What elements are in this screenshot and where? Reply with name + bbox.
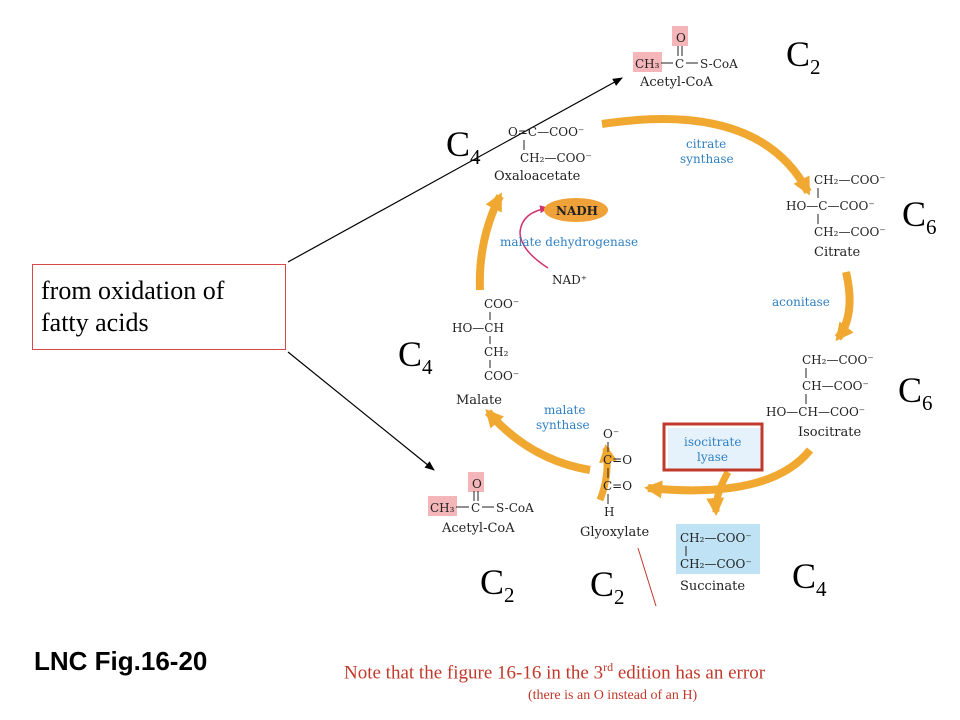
carbon-label-isocitrate: C6 xyxy=(898,372,933,414)
citrate-synthase-line2: synthase xyxy=(680,152,734,166)
nadh-label: NADH xyxy=(556,204,598,218)
acetyl-coa-top-c: C xyxy=(675,57,684,71)
carbon-letter: C xyxy=(898,370,923,410)
malate-name: Malate xyxy=(456,393,502,408)
isocitrate-line1: CH₂—COO⁻ xyxy=(802,353,874,367)
carbon-subscript: 6 xyxy=(922,391,933,415)
carbon-letter: C xyxy=(398,334,423,374)
edition-error-note: Note that the figure 16-16 in the 3rd ed… xyxy=(344,660,765,684)
acetyl-coa-top-o-highlight xyxy=(672,26,688,46)
carbon-label-glyoxylate: C2 xyxy=(590,566,625,608)
arrow-nad-to-nadh xyxy=(519,205,549,269)
arrow-citrate-to-isocitrate xyxy=(834,271,854,342)
note-text-pre: Note that the figure 16-16 in the 3 xyxy=(344,662,604,684)
glyoxylate-line3: C=O xyxy=(603,479,632,493)
arrow-isocitrate-to-glyoxylate xyxy=(644,447,814,499)
malate-line3: CH₂ xyxy=(484,345,509,359)
arrow-to-malate xyxy=(484,408,591,474)
acetyl-coa-bottom-c: C xyxy=(471,501,480,515)
acetyl-coa-bottom-name: Acetyl-CoA xyxy=(441,521,515,536)
carbon-label-succinate: C4 xyxy=(792,558,827,600)
citrate-synthase-line1: citrate xyxy=(686,137,726,151)
glyoxylate-line1: O⁻ xyxy=(603,427,619,441)
succinate-name: Succinate xyxy=(680,579,745,594)
carbon-label-acetyl-coa-bottom: C2 xyxy=(480,564,515,606)
carbon-subscript: 2 xyxy=(614,585,625,609)
note-superscript: rd xyxy=(603,660,614,674)
carbon-subscript: 2 xyxy=(504,583,515,607)
carbon-label-oxaloacetate: C4 xyxy=(446,126,481,168)
acetyl-coa-top-scoa: S-CoA xyxy=(700,57,738,71)
carbon-label-malate: C4 xyxy=(398,336,433,378)
glyoxylate-line2: C=O xyxy=(603,453,632,467)
fatty-acid-oxidation-callout: from oxidation of fatty acids xyxy=(32,264,286,350)
acetyl-coa-top-o: O xyxy=(676,31,686,45)
isocitrate-lyase-blue-bg xyxy=(668,428,762,470)
citrate-line2: HO—C—COO⁻ xyxy=(786,199,875,213)
oxaloacetate-line2: CH₂—COO⁻ xyxy=(520,151,592,165)
carbon-letter: C xyxy=(480,562,505,602)
malate-synthase-line1: malate xyxy=(544,403,585,417)
isocitrate-line2: CH—COO⁻ xyxy=(802,379,869,393)
callout-line1: from oxidation of xyxy=(41,276,225,305)
isocitrate-lyase-red-box xyxy=(662,422,764,472)
carbon-subscript: 2 xyxy=(810,55,821,79)
arrow-malate-to-oxaloacetate xyxy=(475,192,504,291)
oxaloacetate-name: Oxaloacetate xyxy=(494,169,581,184)
succinate-highlight xyxy=(676,524,760,574)
isocitrate-lyase-line1: isocitrate xyxy=(684,435,741,449)
carbon-letter: C xyxy=(786,34,811,74)
acetyl-coa-bottom-scoa: S-CoA xyxy=(496,501,534,515)
carbon-subscript: 4 xyxy=(470,145,481,169)
pointer-arrow-top xyxy=(287,77,623,263)
carbon-label-acetyl-coa-top: C2 xyxy=(786,36,821,78)
carbon-letter: C xyxy=(792,556,817,596)
carbon-subscript: 4 xyxy=(422,355,433,379)
carbon-label-citrate: C6 xyxy=(902,196,937,238)
arrow-acetylcoa-to-glyoxylate xyxy=(596,444,617,502)
acetyl-coa-bottom-o: O xyxy=(472,477,482,491)
nadh-oval xyxy=(544,198,608,222)
note-text-post: edition has an error xyxy=(613,662,766,684)
arrow-oxaloacetate-to-citrate xyxy=(601,115,812,196)
malate-line4: COO⁻ xyxy=(484,369,519,383)
isocitrate-lyase-line2: lyase xyxy=(697,450,728,464)
malate-synthase-line2: synthase xyxy=(536,418,590,432)
succinate-line1: CH₂—COO⁻ xyxy=(680,531,752,545)
acetyl-coa-bottom-highlight xyxy=(428,496,457,516)
carbon-subscript: 6 xyxy=(926,215,937,239)
acetyl-coa-bottom-o-highlight xyxy=(468,472,484,492)
arrow-isocitrate-to-succinate xyxy=(706,470,732,516)
isocitrate-line3: HO—CH—COO⁻ xyxy=(766,405,865,419)
malate-line1: COO⁻ xyxy=(484,297,519,311)
edition-error-note-detail: (there is an O instead of an H) xyxy=(528,688,698,703)
carbon-letter: C xyxy=(902,194,927,234)
figure-label: LNC Fig.16-20 xyxy=(34,646,208,676)
malate-line2: HO—CH xyxy=(452,321,504,335)
acetyl-coa-bottom-ch3: CH₃ xyxy=(430,501,455,515)
isocitrate-name: Isocitrate xyxy=(798,425,861,440)
acetyl-coa-top-name: Acetyl-CoA xyxy=(639,75,713,90)
glyoxylate-name: Glyoxylate xyxy=(580,525,650,540)
citrate-name: Citrate xyxy=(814,245,861,260)
aconitase-label: aconitase xyxy=(772,295,830,309)
pointer-arrow-bottom xyxy=(287,351,435,471)
callout-line2: fatty acids xyxy=(41,308,149,337)
citrate-line3: CH₂—COO⁻ xyxy=(814,225,886,239)
acetyl-coa-top-highlight xyxy=(633,52,662,72)
glyoxylate-line4: H xyxy=(604,505,614,519)
acetyl-coa-top-ch3: CH₃ xyxy=(635,57,660,71)
carbon-letter: C xyxy=(590,564,615,604)
citrate-line1: CH₂—COO⁻ xyxy=(814,173,886,187)
carbon-subscript: 4 xyxy=(816,577,827,601)
carbon-letter: C xyxy=(446,124,471,164)
nad-plus-label: NAD⁺ xyxy=(552,273,587,287)
note-pointer-line xyxy=(637,547,657,607)
oxaloacetate-line1: O=C—COO⁻ xyxy=(508,125,584,139)
malate-dehydrogenase-label: malate dehydrogenase xyxy=(500,235,638,249)
succinate-line2: CH₂—COO⁻ xyxy=(680,557,752,571)
